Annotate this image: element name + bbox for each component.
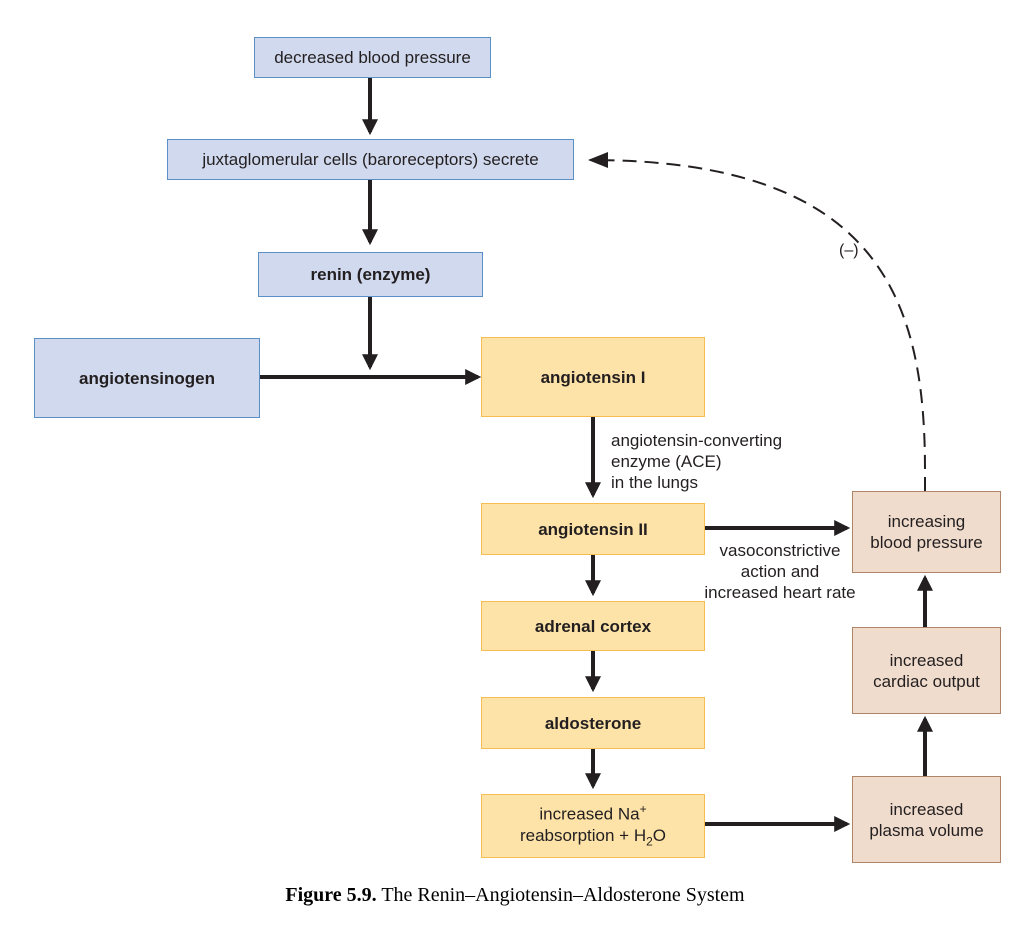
figure-caption: Figure 5.9. The Renin–Angiotensin–Aldost…: [0, 884, 1030, 907]
angiotensin-2-label: angiotensin II: [538, 519, 648, 539]
na-reabsorption-line2: reabsorption + H2O: [520, 825, 666, 852]
juxtaglomerular-cells-box: juxtaglomerular cells (baroreceptors) se…: [167, 139, 574, 180]
angiotensin-1-label: angiotensin I: [540, 367, 646, 387]
renin-box: renin (enzyme): [258, 252, 483, 297]
angiotensinogen-box: angiotensinogen: [34, 338, 260, 418]
adrenal-cortex-label: adrenal cortex: [534, 616, 652, 636]
negative-feedback-arrow: [588, 152, 926, 491]
plasma-volume-box: increased plasma volume: [852, 776, 1001, 863]
figure-number: Figure 5.9.: [285, 884, 377, 906]
na-reabsorption-box: increased Na+ reabsorption + H2O: [481, 794, 705, 858]
na-reabsorption-text1: increased Na: [539, 805, 640, 825]
cardiac-output-label: increased cardiac output: [873, 650, 980, 691]
decreased-blood-pressure-box: decreased blood pressure: [254, 37, 491, 78]
na-reabsorption-text2: reabsorption + H: [519, 826, 647, 846]
h2o-subscript: 2: [646, 834, 653, 849]
na-charge: +: [639, 802, 647, 817]
figure-title: The Renin–Angiotensin–Aldosterone System: [381, 884, 745, 906]
juxtaglomerular-cells-label: juxtaglomerular cells (baroreceptors) se…: [202, 150, 539, 169]
h2o-o: O: [652, 826, 667, 846]
aldosterone-label: aldosterone: [544, 713, 642, 733]
angiotensin-2-box: angiotensin II: [481, 503, 705, 555]
aldosterone-box: aldosterone: [481, 697, 705, 749]
angiotensin-1-box: angiotensin I: [481, 337, 705, 417]
increasing-blood-pressure-label: increasing blood pressure: [870, 512, 983, 552]
plasma-volume-label: increased plasma volume: [869, 799, 984, 840]
decreased-blood-pressure-label: decreased blood pressure: [274, 48, 471, 67]
angiotensinogen-label: angiotensinogen: [79, 368, 215, 388]
renin-label: renin (enzyme): [310, 265, 431, 284]
vasoconstrictive-label: vasoconstrictive action and increased he…: [704, 541, 856, 602]
na-reabsorption-line1: increased Na+: [539, 799, 646, 825]
cardiac-output-box: increased cardiac output: [852, 627, 1001, 714]
ace-label: angiotensin-converting enzyme (ACE) in t…: [611, 431, 783, 492]
negative-feedback-label: (–): [839, 242, 859, 259]
increasing-blood-pressure-box: increasing blood pressure: [852, 491, 1001, 573]
adrenal-cortex-box: adrenal cortex: [481, 601, 705, 651]
